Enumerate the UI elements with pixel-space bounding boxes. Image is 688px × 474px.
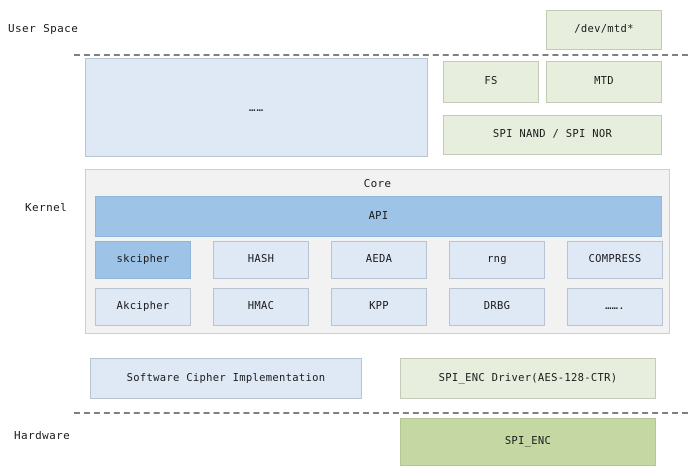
kernel-placeholder-box[interactable]: …… <box>85 58 428 157</box>
zone-label-kernel: Kernel <box>25 201 68 214</box>
spi-enc-driver-box[interactable]: SPI_ENC Driver(AES-128-CTR) <box>400 358 656 399</box>
core-cell-rng[interactable]: rng <box>449 241 545 279</box>
zone-label-hardware: Hardware <box>14 429 71 442</box>
core-cell-hmac[interactable]: HMAC <box>213 288 309 326</box>
core-api-bar[interactable]: API <box>95 196 662 237</box>
core-cell-akcipher[interactable]: Akcipher <box>95 288 191 326</box>
zone-label-user-space: User Space <box>8 22 79 35</box>
divider-user-space-kernel <box>74 54 688 56</box>
core-cell-skcipher[interactable]: skcipher <box>95 241 191 279</box>
dev-mtd-node-box[interactable]: /dev/mtd* <box>546 10 662 50</box>
core-cell-more[interactable]: ……. <box>567 288 663 326</box>
spi-flash-box[interactable]: SPI NAND / SPI NOR <box>443 115 662 155</box>
core-cell-aeda[interactable]: AEDA <box>331 241 427 279</box>
core-cell-kpp[interactable]: KPP <box>331 288 427 326</box>
divider-kernel-hardware <box>74 412 688 414</box>
core-cell-drbg[interactable]: DRBG <box>449 288 545 326</box>
software-cipher-implementation-box[interactable]: Software Cipher Implementation <box>90 358 362 399</box>
core-cell-hash[interactable]: HASH <box>213 241 309 279</box>
core-cell-compress[interactable]: COMPRESS <box>567 241 663 279</box>
mtd-box[interactable]: MTD <box>546 61 662 103</box>
spi-enc-hardware-box[interactable]: SPI_ENC <box>400 418 656 466</box>
core-title: Core <box>363 177 392 190</box>
fs-box[interactable]: FS <box>443 61 539 103</box>
crypto-core-panel: Core API skcipher HASH AEDA rng COMPRESS… <box>85 169 670 334</box>
